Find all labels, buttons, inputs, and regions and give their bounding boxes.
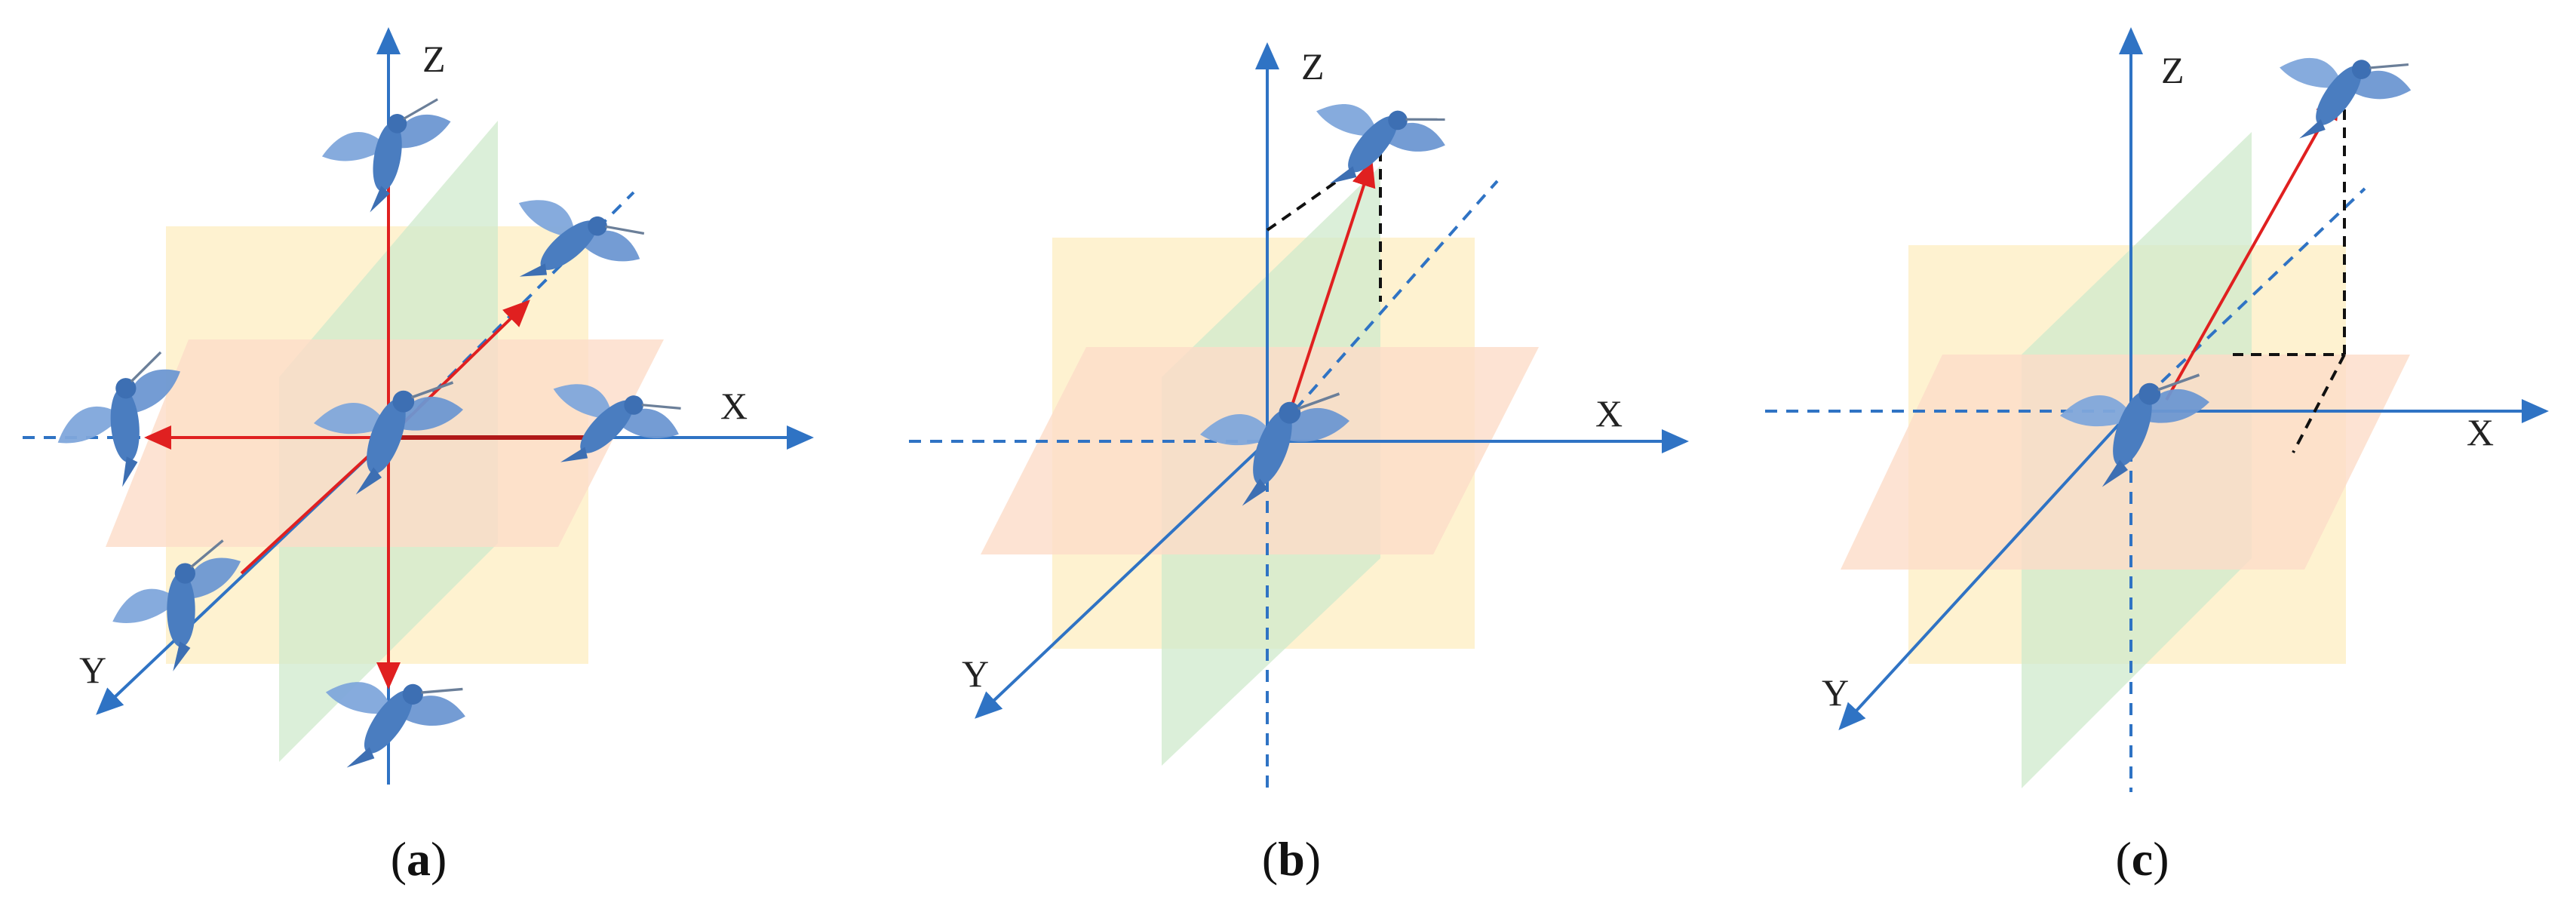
y-axis-label: Y — [1822, 671, 1849, 714]
displacement-vector — [1290, 159, 1376, 408]
z-axis-label: Z — [422, 38, 446, 80]
z-axis-label: Z — [1301, 45, 1325, 88]
panel-b-caption: (b) — [1262, 832, 1321, 886]
y-axis-label: Y — [79, 649, 106, 691]
x-axis-label: X — [1595, 392, 1623, 435]
panel-c-caption: (c) — [2115, 832, 2169, 886]
panel-a-caption: (a) — [391, 832, 447, 886]
panel-c: Z X Y (c) — [1765, 27, 2549, 886]
y-axis — [975, 440, 1269, 719]
x-axis-label: X — [2467, 411, 2494, 453]
z-axis-label: Z — [2161, 49, 2185, 91]
panel-a: Z X Y (a) — [23, 27, 814, 886]
panel-b: Z X Y (b) — [909, 42, 1689, 886]
y-axis-negative-dashed — [1266, 180, 1499, 443]
x-axis-label: X — [720, 385, 748, 427]
y-axis-label: Y — [962, 653, 989, 695]
hummingbird-target-icon — [2261, 31, 2419, 164]
displacement-vector — [2165, 91, 2340, 401]
vector-front — [240, 436, 390, 575]
y-axis-negative-dashed — [2129, 187, 2366, 413]
y-axis — [1838, 410, 2132, 730]
projection-to-x-axis — [2292, 354, 2346, 453]
